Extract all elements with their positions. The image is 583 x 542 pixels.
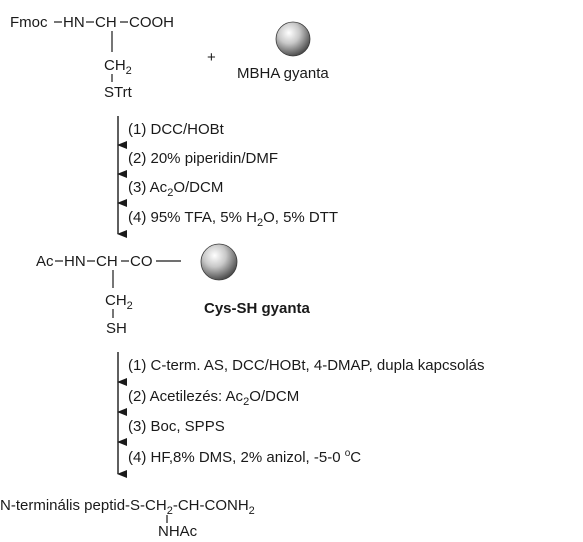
step2-line4: (4) HF,8% DMS, 2% anizol, -5-0 oC	[128, 448, 361, 466]
mbha-label: MBHA gyanta	[237, 65, 329, 82]
fmoc-label: Fmoc	[10, 14, 48, 31]
hn-label: HN	[64, 253, 86, 270]
sh-label: SH	[106, 320, 127, 337]
ch-label: CH	[95, 14, 117, 31]
step1-line3: (3) Ac2O/DCM	[128, 179, 223, 199]
ch2-label: CH2	[104, 57, 132, 77]
resin-bead-icon	[275, 21, 311, 57]
strt-label: STrt	[104, 84, 133, 101]
step2-conditions: (1) C-term. AS, DCC/HOBt, 4-DMAP, dupla …	[117, 352, 485, 478]
step1-line2: (2) 20% piperidin/DMF	[128, 150, 278, 167]
fmoc-cys-trt: Fmoc HN CH COOH CH2 STrt	[10, 14, 174, 101]
mbha-resin: MBHA gyanta	[237, 21, 329, 82]
plus-sign: +	[207, 49, 216, 66]
resin-bead-icon	[200, 243, 238, 281]
step2-line1: (1) C-term. AS, DCC/HOBt, 4-DMAP, dupla …	[128, 357, 485, 374]
step2-line3: (3) Boc, SPPS	[128, 418, 225, 435]
co-label: CO	[130, 253, 153, 270]
product: N-terminális peptid-S-CH2-CH-CONH2 NHAc	[0, 497, 255, 540]
step1-line4: (4) 95% TFA, 5% H2O, 5% DTT	[128, 209, 338, 229]
product-formula: N-terminális peptid-S-CH2-CH-CONH2	[0, 497, 255, 517]
cys-sh-resin-label: Cys-SH gyanta	[204, 300, 311, 317]
step1-line1: (1) DCC/HOBt	[128, 121, 225, 138]
step2-line2: (2) Acetilezés: Ac2O/DCM	[128, 388, 299, 408]
cys-sh-resin: Ac HN CH CO CH2 SH Cys-SH gyanta	[36, 243, 311, 337]
cooh-label: COOH	[129, 14, 174, 31]
step1-conditions: (1) DCC/HOBt (2) 20% piperidin/DMF (3) A…	[117, 116, 338, 238]
hn-label: HN	[63, 14, 85, 31]
nhac-label: NHAc	[158, 523, 198, 540]
ch2-label: CH2	[105, 292, 133, 312]
ac-label: Ac	[36, 253, 54, 270]
ch-label: CH	[96, 253, 118, 270]
